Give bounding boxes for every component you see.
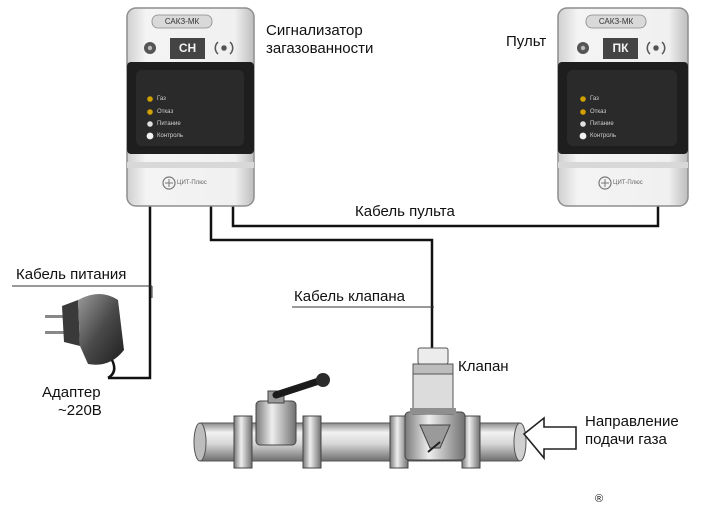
trademark-symbol: ® [595,493,604,505]
valve-label: Клапан [458,358,509,375]
led-control [579,132,587,140]
detector-led-indicators [146,96,154,140]
detector-led-label-power: Питание [157,121,181,127]
led-fault [580,109,586,115]
gas-detector-device [126,7,255,207]
leader-lines [12,285,434,308]
detector-led-label-gas: Газ [157,96,166,102]
remote-cable-label: Кабель пульта [355,203,455,220]
speaker-icon [144,42,156,54]
detector-led-label-fault: Отказ [157,109,174,115]
led-gas [147,96,153,102]
remote-cable-wire [231,205,660,228]
wires [108,205,660,380]
power-adapter [45,294,124,380]
detector-brand-text: ЦИТ-Плюс [177,180,207,186]
remote-led-indicators [579,96,587,140]
remote-title: Пульт [506,33,547,50]
flow-direction-line1: Направление [585,413,679,430]
detector-title-line1: Сигнализатор [266,22,363,39]
power-cable-label: Кабель питания [16,266,127,283]
signal-icon [646,41,666,55]
gas-pipe [193,415,527,469]
detector-brand-logo [162,176,176,190]
power-cable-wire [108,205,152,380]
remote-led-label-power: Питание [590,121,614,127]
remote-led-label-fault: Отказ [590,109,607,115]
detector-title-line2: загазованности [266,40,374,57]
speaker-icon [577,42,589,54]
remote-brand-logo [598,176,612,190]
flow-direction-line2: подачи газа [585,431,667,448]
flow-direction-arrow-icon [522,416,577,461]
remote-brand-text: ЦИТ-Плюс [613,180,643,186]
valve-cable-label: Кабель клапана [294,288,405,305]
detector-code-label: СН [178,41,197,55]
remote-device [557,7,689,207]
led-power [147,121,153,127]
adapter-label-line2: ~220В [58,402,102,419]
signal-icon [214,41,234,55]
valve-cable-wire [209,205,434,348]
remote-led-label-control: Контроль [590,133,617,139]
solenoid-valve [404,347,466,461]
manual-ball-valve [255,373,330,446]
flow-arrow-icon [427,441,441,453]
led-power [580,121,586,127]
remote-led-label-gas: Газ [590,96,599,102]
led-fault [147,109,153,115]
adapter-label-line1: Адаптер [42,384,101,401]
detector-led-label-control: Контроль [157,133,184,139]
led-control [146,132,154,140]
remote-code-label: ПК [612,41,629,55]
led-gas [580,96,586,102]
detector-model-label: САКЗ-МК [164,17,200,26]
remote-model-label: САКЗ-МК [598,17,634,26]
